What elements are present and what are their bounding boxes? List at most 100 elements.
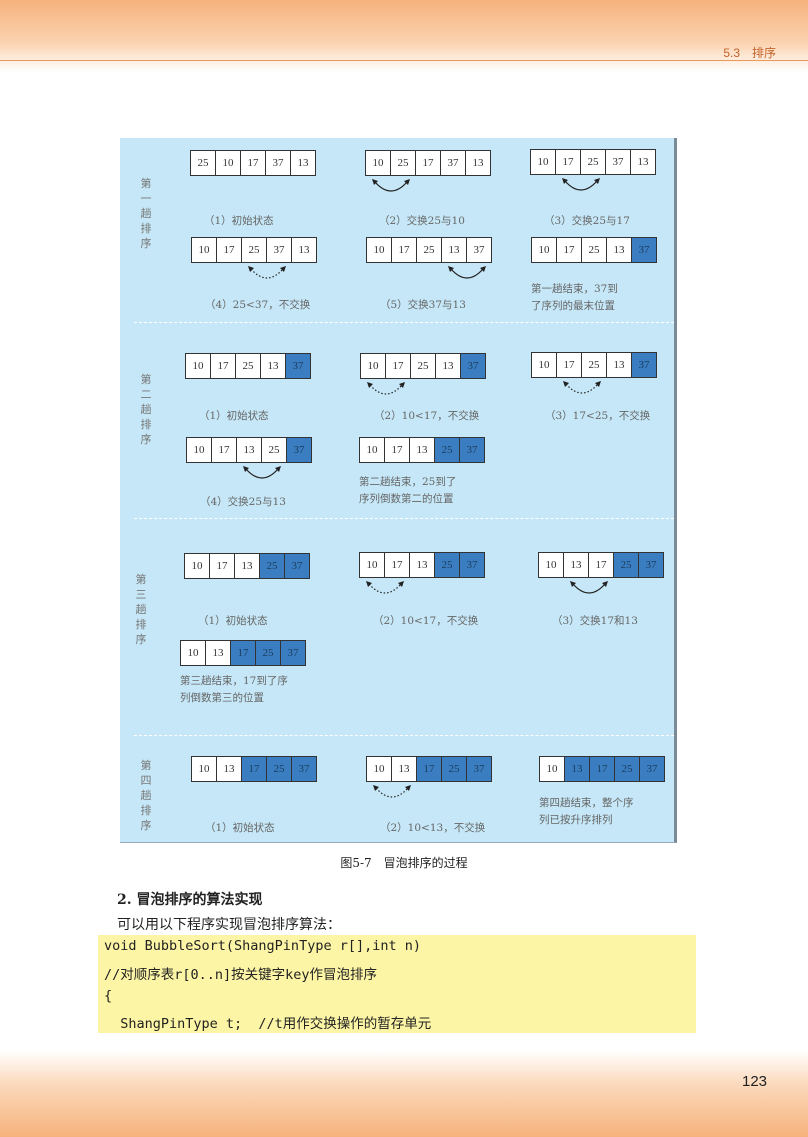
array-cell: 13 xyxy=(631,150,655,174)
caption-line: （2）10<13，不交换 xyxy=(380,822,486,834)
caption-line: （1）初始状态 xyxy=(198,615,268,627)
sorted-cell: 37 xyxy=(286,354,310,378)
array-cell: 13 xyxy=(442,238,467,262)
sorted-cell: 17 xyxy=(242,757,267,781)
sorted-cell: 25 xyxy=(614,553,639,577)
array-cell: 13 xyxy=(292,238,316,262)
array-cell: 25 xyxy=(582,238,607,262)
array-cell: 17 xyxy=(557,238,582,262)
sorted-cell: 17 xyxy=(231,641,256,665)
step-caption: （1）初始状态 xyxy=(205,820,275,837)
code-line: //对顺序表r[0..n]按关键字key作冒泡排序 xyxy=(104,967,378,983)
step-caption: 第三趟结束，17到了序列倒数第三的位置 xyxy=(180,673,288,707)
pass-divider xyxy=(134,735,674,736)
sorted-cell: 37 xyxy=(632,353,656,377)
caption-line: 序列倒数第二的位置 xyxy=(359,493,454,505)
array-cell: 13 xyxy=(410,438,435,462)
array-cell: 37 xyxy=(467,238,491,262)
sorted-cell: 13 xyxy=(565,757,590,781)
step-caption: （1）初始状态 xyxy=(199,408,269,425)
step-caption: （3）交换17和13 xyxy=(552,613,638,630)
array-cell: 13 xyxy=(235,554,260,578)
array-cell: 17 xyxy=(210,554,235,578)
array-cell: 17 xyxy=(385,553,410,577)
step-caption: 第二趟结束，25到了序列倒数第二的位置 xyxy=(359,474,456,508)
array-cell: 37 xyxy=(267,238,292,262)
swap-arrow-icon xyxy=(243,466,281,479)
array-cell: 17 xyxy=(416,151,441,175)
pass-label: 第四趟排序 xyxy=(140,759,152,832)
swap-arrow-icon xyxy=(562,178,600,191)
sorted-cell: 25 xyxy=(442,757,467,781)
array-cell: 13 xyxy=(237,438,262,462)
header-divider xyxy=(0,60,808,61)
caption-line: 第一趟结束，37到 xyxy=(531,283,618,295)
sorted-cell: 37 xyxy=(292,757,316,781)
figure-caption: 图5-7 冒泡排序的过程 xyxy=(340,856,468,870)
caption-line: （2）10<17，不交换 xyxy=(373,615,479,627)
step-caption: （5）交换37与13 xyxy=(380,297,466,314)
sorted-cell: 37 xyxy=(632,238,656,262)
step-caption: （2）10<17，不交换 xyxy=(373,613,478,630)
array-cell: 17 xyxy=(211,354,236,378)
compare-arrow-icon xyxy=(563,381,601,394)
sorted-cell: 25 xyxy=(615,757,640,781)
step-caption: 第一趟结束，37到了序列的最末位置 xyxy=(531,281,618,315)
sorted-cell: 25 xyxy=(267,757,292,781)
array-cell: 13 xyxy=(392,757,417,781)
array-cell: 25 xyxy=(242,238,267,262)
swap-arrow-icon xyxy=(570,581,608,594)
array-cell: 13 xyxy=(410,553,435,577)
step-caption: （2）交换25与10 xyxy=(379,213,465,230)
step-caption: （3）交换25与17 xyxy=(544,213,630,230)
array-cell: 17 xyxy=(385,438,410,462)
array-cell: 10 xyxy=(360,438,385,462)
array-cell: 10 xyxy=(540,757,565,781)
array-cell: 25 xyxy=(191,151,216,175)
pass-divider xyxy=(134,322,674,323)
caption-line: （2）交换25与10 xyxy=(379,215,465,227)
sorted-cell: 37 xyxy=(640,757,664,781)
swap-arrow-icon xyxy=(448,266,486,279)
sorted-cell: 37 xyxy=(460,553,484,577)
page-header-band xyxy=(0,0,808,72)
caption-line: （1）初始状态 xyxy=(199,410,269,422)
sorted-cell: 37 xyxy=(639,553,663,577)
caption-line: （1）初始状态 xyxy=(205,822,275,834)
compare-arrow-icon xyxy=(373,785,411,798)
step-caption: （1）初始状态 xyxy=(204,213,274,230)
array-cell: 25 xyxy=(391,151,416,175)
array-cell: 17 xyxy=(212,438,237,462)
sorted-cell: 25 xyxy=(256,641,281,665)
caption-line: （4）25<37，不交换 xyxy=(205,299,311,311)
pass-label: 第二趟排序 xyxy=(140,373,152,446)
caption-line: （3）交换25与17 xyxy=(544,215,630,227)
caption-line: 了序列的最末位置 xyxy=(531,300,615,312)
step-caption: （4）25<37，不交换 xyxy=(205,297,310,314)
pass-label: 第一趟排序 xyxy=(140,177,152,250)
compare-arrow-icon xyxy=(366,581,404,594)
array-cell: 10 xyxy=(192,238,217,262)
swap-arrow-icon xyxy=(372,179,410,192)
intro-paragraph: 可以用以下程序实现冒泡排序算法： xyxy=(117,917,341,933)
sorted-cell: 25 xyxy=(435,438,460,462)
step-caption: 第四趟结束，整个序列已按升序排列 xyxy=(539,795,634,829)
array-cell: 10 xyxy=(367,238,392,262)
array-cell: 10 xyxy=(539,553,564,577)
caption-line: 列已按升序排列 xyxy=(539,814,613,826)
sorted-cell: 17 xyxy=(417,757,442,781)
array-cell: 10 xyxy=(185,554,210,578)
sorted-cell: 25 xyxy=(435,553,460,577)
code-line: ShangPinType t; //t用作交换操作的暂存单元 xyxy=(104,1016,432,1032)
caption-line: （3）17<25，不交换 xyxy=(545,410,651,422)
